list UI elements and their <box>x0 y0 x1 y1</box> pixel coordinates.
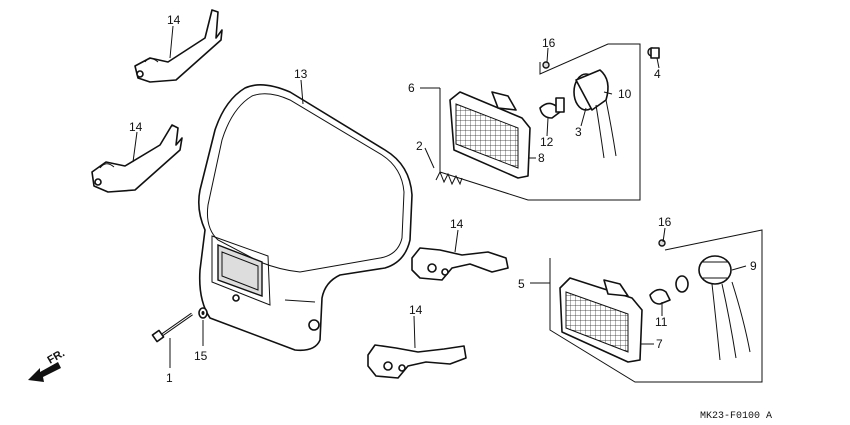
callout-9: 9 <box>750 259 757 273</box>
callout-5: 5 <box>518 277 525 291</box>
callout-labels: 14 14 13 2 6 16 4 10 3 12 8 14 16 9 5 11… <box>129 13 757 385</box>
headlight-cowl <box>198 84 413 352</box>
callout-8: 8 <box>538 151 545 165</box>
callout-3: 3 <box>575 125 582 139</box>
callout-7: 7 <box>656 337 663 351</box>
callout-15: 15 <box>194 349 208 363</box>
callout-4: 4 <box>654 67 661 81</box>
callout-13: 13 <box>294 67 308 81</box>
callout-12: 12 <box>540 135 554 149</box>
callout-14-bottom: 14 <box>409 303 423 317</box>
stay-mid-right <box>411 247 509 281</box>
leader-lines <box>132 25 747 368</box>
callout-16-top: 16 <box>542 36 556 50</box>
diagram-code: MK23-F0100 A <box>700 411 772 422</box>
callout-6: 6 <box>408 81 415 95</box>
callout-2: 2 <box>416 139 423 153</box>
callout-16-bottom: 16 <box>658 215 672 229</box>
direction-label: FR. <box>46 347 67 366</box>
washer <box>198 307 208 319</box>
spring <box>435 170 463 186</box>
callout-10: 10 <box>618 87 632 101</box>
lower-headlight-assembly <box>530 229 763 383</box>
front-direction-arrow-icon <box>28 362 61 382</box>
callout-11: 11 <box>655 315 668 329</box>
stay-mid-left <box>91 124 183 193</box>
bolt <box>151 312 193 343</box>
stay-top-left <box>134 9 223 83</box>
callout-14-top: 14 <box>167 13 181 27</box>
stay-bottom-right <box>367 344 467 379</box>
upper-headlight-assembly <box>420 43 660 201</box>
callout-14-mid-left: 14 <box>129 120 143 134</box>
callout-1: 1 <box>166 371 173 385</box>
callout-14-mid-right: 14 <box>450 217 464 231</box>
